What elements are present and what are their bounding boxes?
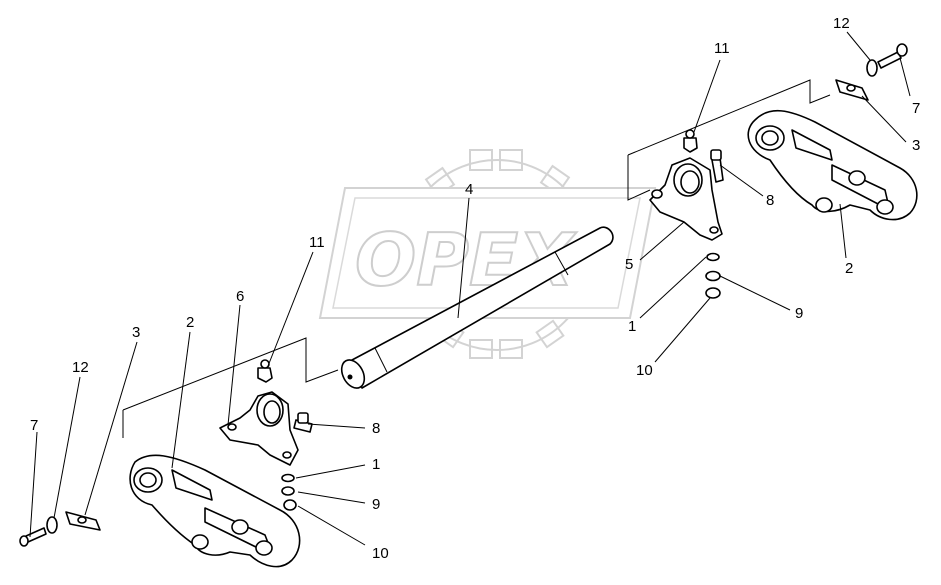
callout-left-2: 2: [186, 314, 194, 331]
callout-left-6: 6: [236, 288, 244, 305]
right-bearing-block-part-5: [649, 157, 723, 241]
callout-right-9: 9: [795, 305, 803, 322]
right-spring-washer-part-12: [866, 59, 878, 77]
left-bearing-block-part-6: [219, 391, 299, 466]
left-bolt-part-8: [293, 412, 313, 433]
callout-shaft-4: 4: [465, 181, 473, 198]
left-grease-nipple-part-11: [257, 359, 273, 383]
assembly-reference-lines: [122, 79, 831, 438]
right-plate-part-3: [835, 79, 869, 101]
callout-left-3: 3: [132, 324, 140, 341]
left-washer-stack: [281, 473, 297, 511]
callout-right-1: 1: [628, 318, 636, 335]
left-spring-washer-part-12: [46, 516, 58, 534]
callout-left-10: 10: [372, 545, 389, 562]
callout-right-2: 2: [845, 260, 853, 277]
left-bolt-part-7: [19, 527, 47, 547]
leader-lines: [29, 31, 911, 546]
right-bolt-part-7: [877, 43, 908, 69]
callout-right-12: 12: [833, 15, 850, 32]
callout-right-10: 10: [636, 362, 653, 379]
left-lever-arm-part-2: [129, 454, 301, 568]
callout-left-12: 12: [72, 359, 89, 376]
callout-right-8: 8: [766, 192, 774, 209]
callout-right-7: 7: [912, 100, 920, 117]
callout-left-7: 7: [30, 417, 38, 434]
right-lever-arm-part-2: [747, 109, 918, 221]
right-bolt-part-8: [710, 149, 724, 183]
callout-right-11: 11: [714, 40, 730, 57]
watermark-logo: OPEX: [318, 149, 657, 359]
callout-labels: 7 12 3 2 6 11 8 1 9 10 4 11 12 7 3 8 2 5…: [30, 15, 920, 562]
shaft-part-4: [340, 226, 614, 389]
callout-left-11: 11: [309, 234, 325, 251]
right-grease-nipple-part-11: [683, 129, 698, 153]
watermark-plate-outline: [318, 187, 657, 319]
callout-left-8: 8: [372, 420, 380, 437]
callout-left-9: 9: [372, 496, 380, 513]
callout-right-5: 5: [625, 256, 633, 273]
left-plate-part-3: [65, 511, 101, 531]
callout-right-3: 3: [912, 137, 920, 154]
callout-left-1: 1: [372, 456, 380, 473]
watermark-plate-inner: [332, 197, 641, 309]
right-washer-stack: [705, 252, 721, 299]
